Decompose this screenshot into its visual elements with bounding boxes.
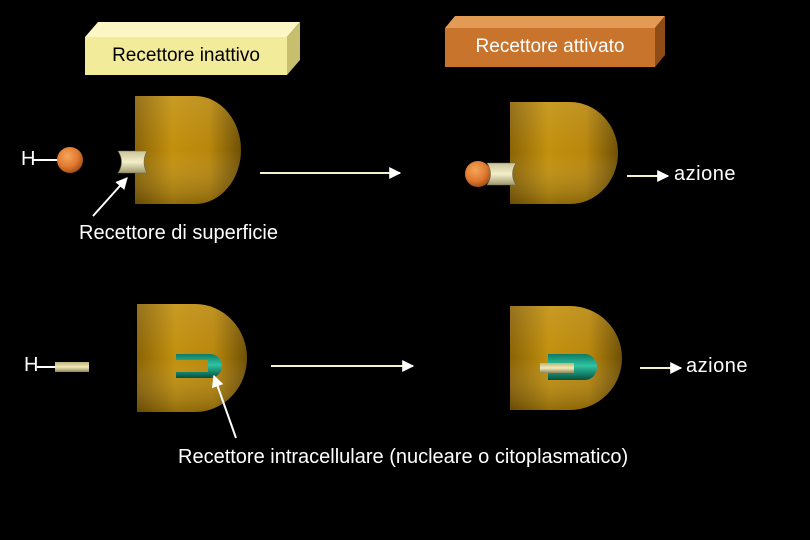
action-label-bottom: azione <box>686 355 748 377</box>
inactive-receptor-title: Recettore inattivo <box>112 45 260 66</box>
cell-top-left <box>135 96 241 204</box>
action-label-top: azione <box>674 163 736 185</box>
activated-receptor-title: Recettore attivato <box>475 36 625 57</box>
intracellular-receptor-pointer <box>211 374 237 439</box>
surface-receptor-pointer <box>92 177 128 217</box>
surface-receptor-inactive <box>117 150 148 174</box>
hormone-ball-top-right <box>465 161 491 187</box>
cell-top-right <box>510 102 618 204</box>
hormone-bar-bound <box>540 363 574 373</box>
inactive-title-box <box>85 22 300 75</box>
surface-receptor-label: Recettore di superficie <box>79 222 278 244</box>
hormone-label-bottom: H <box>24 354 39 376</box>
hormone-ball-top-left <box>57 147 83 173</box>
intracellular-receptor-label: Recettore intracellulare (nucleare o cit… <box>178 446 629 468</box>
activated-title-box <box>445 16 665 67</box>
surface-receptor-activated <box>486 162 517 186</box>
intracellular-receptor-inactive <box>176 354 222 378</box>
hormone-label-top: H <box>21 148 36 170</box>
hormone-bar-bottom-left <box>55 362 89 372</box>
